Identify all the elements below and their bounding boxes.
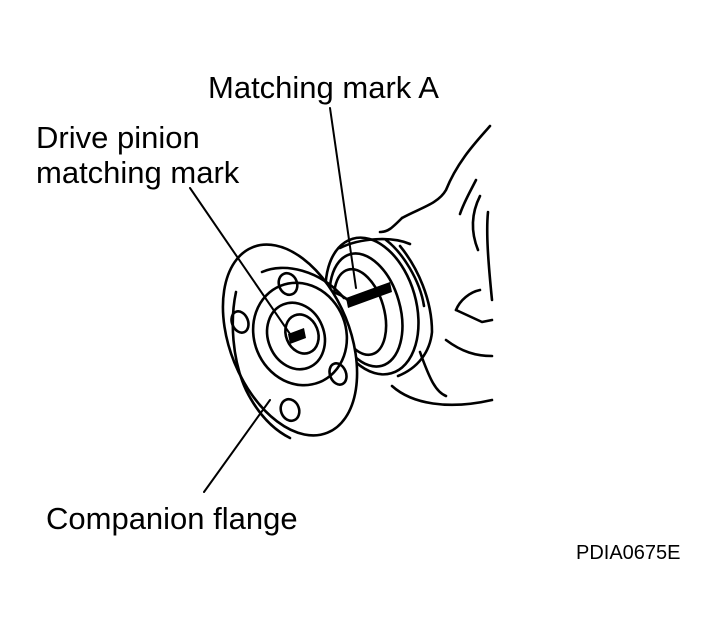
carrier-housing	[378, 124, 494, 407]
matching-mark-a	[346, 282, 392, 308]
drive-pinion-matching-mark	[288, 328, 306, 344]
label-drive-pinion-matching-mark: Drive pinion matching mark	[36, 120, 239, 190]
matching-marks	[288, 282, 392, 344]
label-drive-pinion-line-2: matching mark	[36, 155, 240, 190]
label-companion-flange: Companion flange	[46, 501, 298, 536]
figure-code: PDIA0675E	[576, 542, 681, 564]
leader-matching-mark-a	[329, 107, 357, 289]
label-matching-mark-a: Matching mark A	[208, 70, 439, 105]
leader-drive-pinion	[189, 187, 291, 335]
leader-companion-flange	[203, 399, 271, 493]
flange-bolt-holes	[230, 271, 348, 423]
label-drive-pinion-line-1: Drive pinion	[36, 120, 200, 155]
leader-lines	[189, 107, 357, 493]
